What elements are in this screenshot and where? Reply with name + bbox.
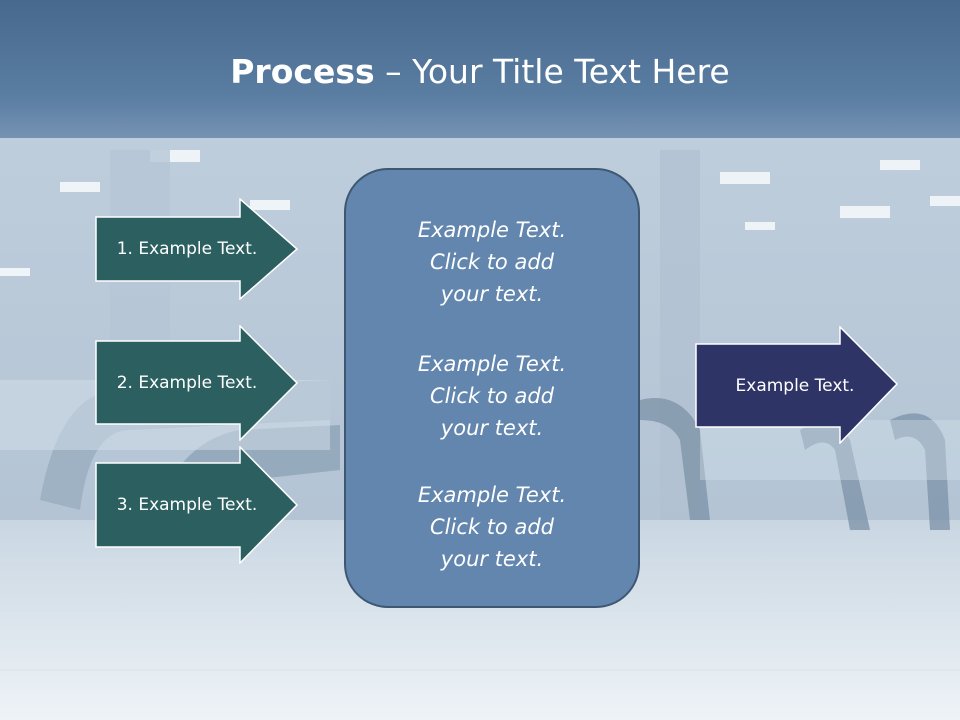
left-arrow-3-shape [95,446,299,564]
title-band [0,0,960,138]
left-arrow-2[interactable]: 2. Example Text. [95,325,299,441]
right-arrow-label: Example Text. [735,375,855,396]
center-paragraph-2: Example Text. Click to add your text. [417,352,567,440]
center-paragraph-3: Example Text. Click to add your text. [417,483,567,571]
right-arrow[interactable]: Example Text. [695,326,899,444]
right-arrow-shape [695,326,899,444]
title-rest: – Your Title Text Here [374,52,730,91]
center-paragraph-1: Example Text. Click to add your text. [417,218,567,306]
left-arrow-3-label: 3. Example Text. [116,495,258,515]
left-arrow-1[interactable]: 1. Example Text. [95,198,299,300]
left-arrow-2-shape [95,325,299,441]
left-arrow-1-shape [95,198,299,300]
slide-title[interactable]: Process – Your Title Text Here [0,52,960,91]
center-text-box[interactable]: Example Text. Click to add your text. Ex… [344,168,640,608]
left-arrow-3[interactable]: 3. Example Text. [95,446,299,564]
left-arrow-2-label: 2. Example Text. [116,372,258,393]
title-bold: Process [230,52,375,91]
left-arrow-1-label: 1. Example Text. [116,239,258,259]
